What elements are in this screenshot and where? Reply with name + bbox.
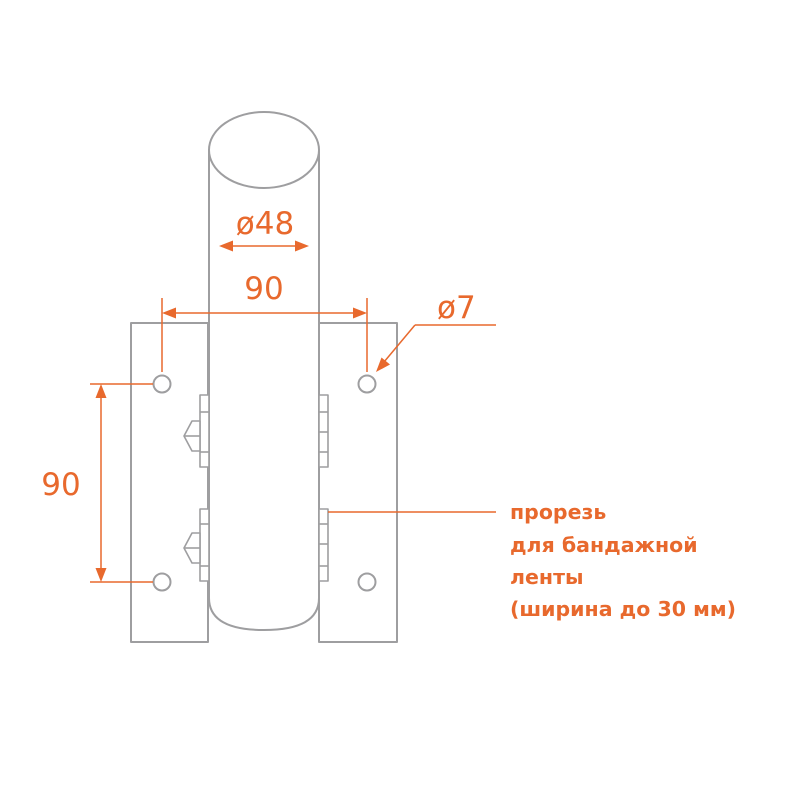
callout-line-3: ленты xyxy=(510,565,584,589)
clamp-upper-left xyxy=(183,394,210,468)
dimension-horizontal-spacing: 90 xyxy=(161,271,368,372)
dimension-hole-diameter: ø7 xyxy=(376,290,496,372)
clamp-lower-right xyxy=(318,508,329,582)
callout-line-2: для бандажной xyxy=(510,533,698,557)
band-slot-callout: прорезь для бандажной ленты (ширина до 3… xyxy=(328,500,736,621)
callout-line-1: прорезь xyxy=(510,500,606,524)
clamp-lower-left xyxy=(183,508,210,582)
callout-line-4: (ширина до 30 мм) xyxy=(510,597,736,621)
hole-top-left xyxy=(152,374,172,394)
plate-right xyxy=(318,322,398,643)
plate-left xyxy=(130,322,209,643)
hole-bottom-right xyxy=(357,572,377,592)
pipe-diameter-label: ø48 xyxy=(236,206,294,242)
hole-diameter-label: ø7 xyxy=(437,290,476,326)
clamp-upper-right xyxy=(318,394,329,468)
dimension-pipe-diameter: ø48 xyxy=(219,206,309,252)
vertical-spacing-label: 90 xyxy=(41,467,80,503)
hole-top-right xyxy=(357,374,377,394)
dimension-vertical-spacing: 90 xyxy=(41,383,153,583)
hole-bottom-left xyxy=(152,572,172,592)
pipe-top-opening xyxy=(208,111,320,189)
callout-text: прорезь для бандажной ленты (ширина до 3… xyxy=(510,500,736,621)
horizontal-spacing-label: 90 xyxy=(244,271,283,307)
pipe-body xyxy=(208,149,320,631)
